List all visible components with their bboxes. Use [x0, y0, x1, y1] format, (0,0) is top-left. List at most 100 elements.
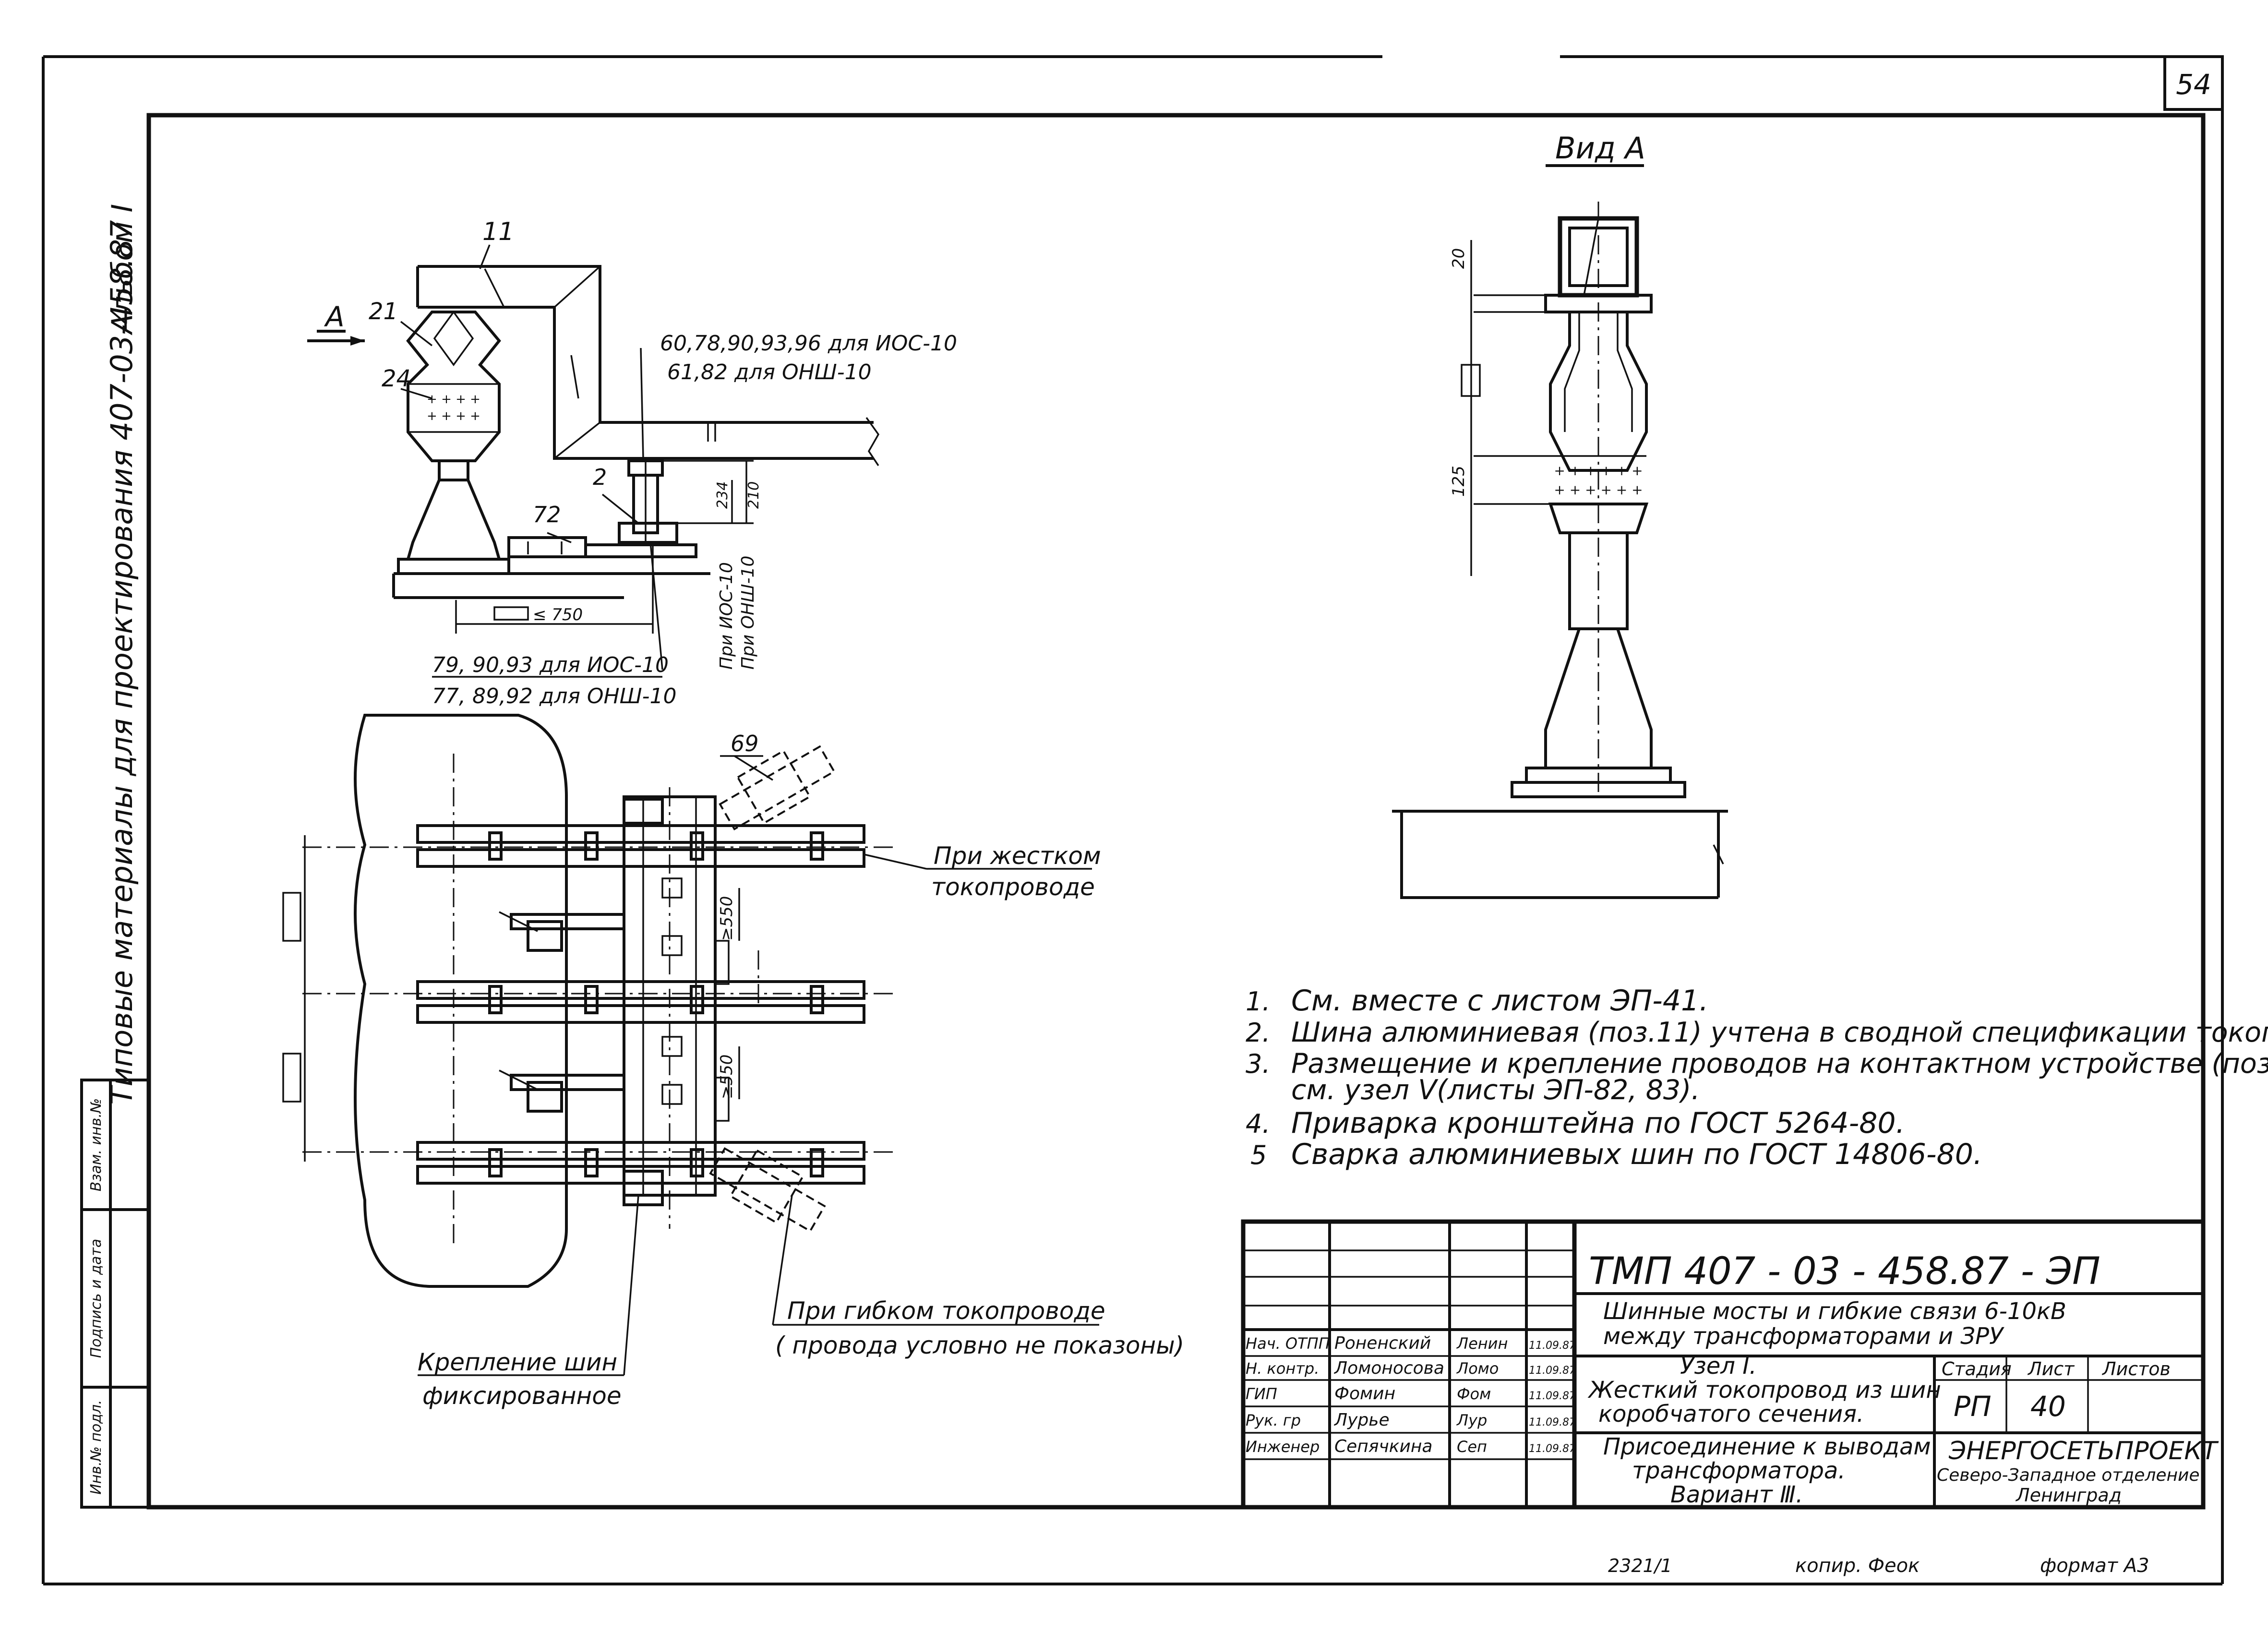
- position-69: 69: [731, 731, 759, 756]
- staff-date: 11.09.87: [1529, 1416, 1576, 1428]
- organization-city: Ленинград: [2015, 1485, 2122, 1506]
- staff-signature: Ломо: [1456, 1359, 1499, 1378]
- album-label: Альбом I: [106, 204, 139, 336]
- staff-table: Нач. ОТПП Роненский Ленин 11.09.87 Н. ко…: [1246, 1333, 1576, 1456]
- notes: 1. См. вместе с листом ЭП-41. 2. Шина ал…: [1246, 984, 2268, 1171]
- sheet-value: 40: [2030, 1390, 2066, 1423]
- note-5-text: Сварка алюминиевых шин по ГОСТ 14806-80.: [1291, 1138, 1982, 1171]
- note-4-number: 4.: [1246, 1109, 1271, 1139]
- side-field-signature: Подпись и дата: [88, 1239, 105, 1358]
- dim-210: 210: [745, 481, 762, 509]
- note-2-number: 2.: [1246, 1018, 1271, 1048]
- dim-550-lower: ≥550: [717, 1055, 736, 1099]
- staff-date: 11.09.87: [1529, 1390, 1576, 1402]
- staff-name: Сепячкина: [1334, 1437, 1433, 1456]
- staff-date: 11.09.87: [1529, 1365, 1576, 1377]
- note-3-text: Размещение и крепление проводов на конта…: [1291, 1048, 2268, 1080]
- dim-234: 234: [714, 481, 731, 509]
- title-block: [1241, 1219, 2206, 1510]
- staff-role: Нач. ОТПП: [1246, 1334, 1330, 1353]
- svg-text:+ + + + + +: + + + + + +: [1554, 463, 1643, 479]
- note-5-number: 5: [1250, 1140, 1267, 1170]
- note-1-text: См. вместе с листом ЭП-41.: [1291, 984, 1708, 1018]
- svg-text:+ + + +: + + + +: [427, 392, 480, 407]
- note-1-number: 1.: [1246, 986, 1271, 1017]
- staff-role: Н. контр.: [1246, 1359, 1319, 1378]
- staff-date: 11.09.87: [1529, 1443, 1576, 1455]
- note-bottom-ios: 79, 90,93 для ИОС-10: [432, 653, 669, 677]
- plan-view: [282, 714, 1099, 1376]
- dim-20: 20: [1449, 248, 1468, 269]
- busbar-row-1: [416, 824, 865, 868]
- side-strip: [80, 1079, 150, 1509]
- staff-signature: Лур: [1456, 1411, 1487, 1429]
- note-top-onsh: 61,82 для ОНШ-10: [667, 360, 872, 384]
- position-24: 24: [382, 365, 411, 392]
- side-field-inventory: Инв.№ подл.: [88, 1400, 105, 1494]
- label-fixed-line1: Крепление шин: [418, 1348, 617, 1376]
- node-line-3: коробчатого сечения.: [1598, 1401, 1864, 1428]
- position-72: 72: [533, 502, 561, 528]
- staff-name: Ломоносова: [1333, 1358, 1444, 1378]
- node-line-1: Узел I.: [1680, 1353, 1757, 1380]
- sheet-title-line-1: Присоединение к выводам: [1603, 1433, 1931, 1460]
- sheets-header: Листов: [2101, 1358, 2171, 1380]
- note-3-number: 3.: [1246, 1049, 1271, 1079]
- position-21: 21: [369, 298, 398, 325]
- left-elevation-view: + + + + + + + +: [307, 244, 880, 678]
- stage-header: Стадия: [1942, 1358, 2012, 1380]
- footer-copied: копир. Феок: [1795, 1555, 1920, 1577]
- label-fixed-line2: фиксированное: [422, 1382, 622, 1410]
- dim-125: 125: [1449, 466, 1468, 497]
- note-4-text: Приварка кронштейна по ГОСТ 5264-80.: [1291, 1106, 1905, 1140]
- position-11: 11: [482, 217, 514, 246]
- document-designation: ТМП 407 - 03 - 458.87 - ЭП: [1589, 1250, 2100, 1293]
- sheet-number: 54: [2176, 68, 2211, 101]
- note-top-ios: 60,78,90,93,96 для ИОС-10: [660, 331, 957, 356]
- note-2-text: Шина алюминиевая (поз.11) учтена в сводн…: [1291, 1017, 2268, 1048]
- title-line-1: Шинные мосты и гибкие связи 6-10кВ: [1603, 1298, 2066, 1325]
- staff-name: Фомин: [1334, 1384, 1395, 1404]
- sheet-header: Лист: [2027, 1358, 2075, 1380]
- svg-text:+ + + + + +: + + + + + +: [1554, 482, 1643, 498]
- staff-date: 11.09.87: [1529, 1340, 1576, 1352]
- organization-name: ЭНЕРГОСЕТЬПРОЕКТ: [1948, 1437, 2219, 1465]
- view-arrow-label: А: [324, 300, 345, 333]
- dim-750: ≤ 750: [533, 605, 583, 624]
- sheet-title-line-3: Вариант Ⅲ.: [1670, 1481, 1803, 1508]
- staff-name: Роненский: [1334, 1333, 1431, 1353]
- sheet-title-line-2: трансформатора.: [1632, 1457, 1846, 1484]
- vertical-note-onsh: При ОНШ-10: [738, 556, 758, 670]
- label-flexible-line1: При гибком токопроводе: [787, 1297, 1105, 1325]
- position-2: 2: [593, 464, 607, 490]
- staff-role: Инженер: [1246, 1438, 1320, 1456]
- view-a: + + + + + + + + + + + +: [1392, 164, 1728, 899]
- footer-format: формат А3: [2040, 1555, 2149, 1577]
- svg-text:+ + + +: + + + +: [427, 409, 480, 423]
- staff-role: ГИП: [1246, 1385, 1277, 1403]
- label-rigid-line2: токопроводе: [931, 873, 1095, 901]
- staff-signature: Ленин: [1456, 1334, 1508, 1353]
- busbar-row-3: [416, 1141, 865, 1185]
- staff-signature: Сеп: [1457, 1438, 1487, 1456]
- busbar-row-2: [416, 980, 865, 1024]
- note-bottom-onsh: 77, 89,92 для ОНШ-10: [432, 684, 677, 708]
- label-rigid-line1: При жестком: [934, 842, 1101, 870]
- staff-role: Рук. гр: [1246, 1411, 1301, 1429]
- footer-order-number: 2321/1: [1608, 1555, 1672, 1576]
- label-flexible-line2: ( провода условно не показоны): [775, 1332, 1184, 1359]
- stage-value: РП: [1954, 1390, 1992, 1423]
- view-a-title: Вид А: [1555, 131, 1645, 166]
- staff-signature: Фом: [1457, 1385, 1491, 1403]
- node-line-2: Жесткий токопровод из шин: [1587, 1377, 1941, 1404]
- staff-name: Лурье: [1333, 1410, 1390, 1430]
- side-field-replace: Взам. инв.№: [88, 1098, 105, 1191]
- sheet-frame: [42, 55, 2224, 1585]
- title-line-2: между трансформаторами и ЗРУ: [1603, 1323, 2004, 1350]
- dim-550-upper: ≥550: [717, 896, 736, 941]
- vertical-note-ios: При ИОС-10: [717, 562, 736, 670]
- organization-branch: Северо-Западное отделение: [1937, 1465, 2200, 1485]
- series-label: Типовые материалы для проектирования 407…: [104, 220, 139, 1105]
- note-3-continuation: см. узел Ⅴ(листы ЭП-82, 83).: [1291, 1074, 1700, 1106]
